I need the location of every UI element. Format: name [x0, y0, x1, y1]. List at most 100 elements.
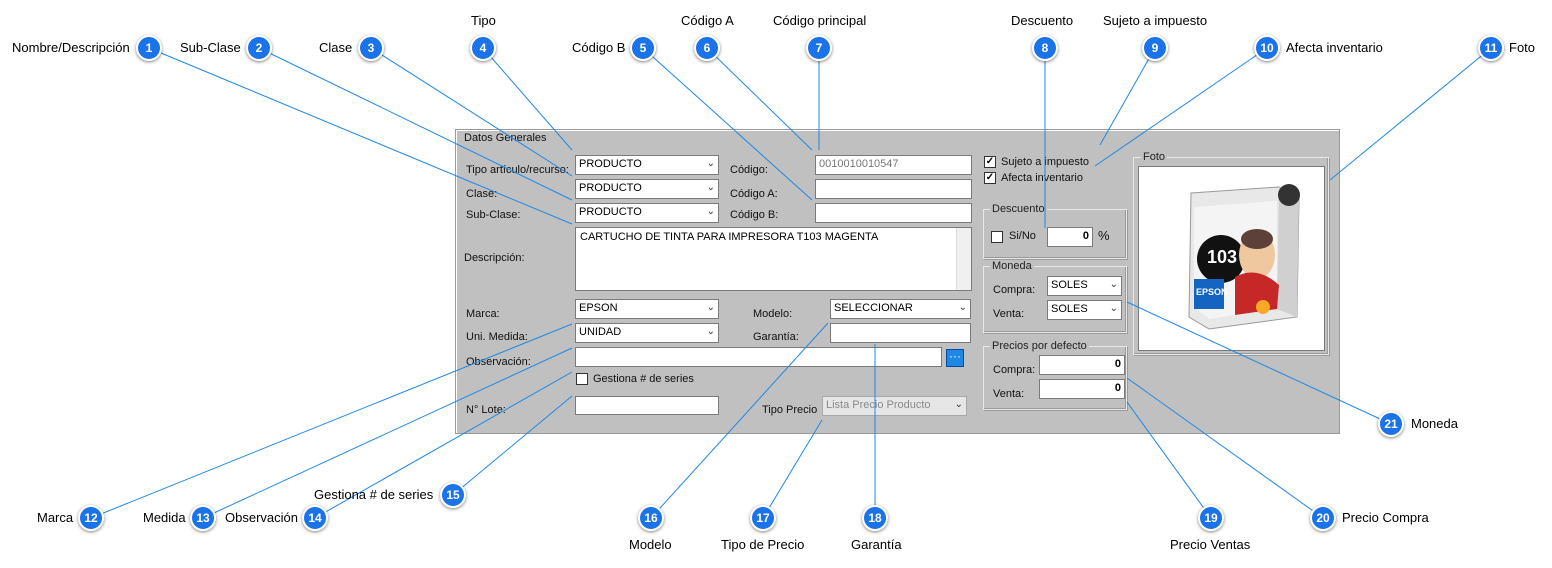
callout-15: 15 [440, 482, 466, 508]
callout-21: 21 [1378, 411, 1404, 437]
descripcion-label: Descripción: [464, 252, 525, 264]
callout-label-14: Observación [225, 510, 298, 525]
callout-label-17: Tipo de Precio [721, 537, 805, 552]
callout-label-12: Marca [37, 510, 74, 525]
descuento-group [983, 209, 1127, 259]
callout-1: 1 [136, 35, 162, 61]
product-number: 103 [1207, 247, 1238, 267]
callout-17: 17 [750, 505, 776, 531]
chevron-down-icon: ⌄ [958, 302, 967, 313]
callout-4: 4 [470, 35, 496, 61]
sujeto-impuesto-checkbox[interactable]: ✓ [984, 156, 996, 168]
callout-label-5: Código B [572, 40, 626, 55]
precio-compra-label: Compra: [993, 364, 1036, 376]
modelo-select[interactable]: SELECCIONAR ⌄ [830, 299, 971, 319]
callout-label-10: Afecta inventario [1286, 40, 1383, 55]
foto-title: Foto [1141, 151, 1168, 163]
observacion-input[interactable] [575, 347, 942, 367]
callout-label-15: Gestiona # de series [314, 487, 434, 502]
callout-11: 11 [1478, 35, 1504, 61]
tipoprecio-select[interactable]: Lista Precio Producto⌄ [822, 396, 967, 416]
chevron-down-icon: ⌄ [706, 302, 715, 313]
descuento-input[interactable]: 0 [1047, 227, 1093, 247]
unimed-value: UNIDAD [579, 326, 622, 338]
garantia-label: Garantía: [753, 331, 799, 343]
precio-compra-input[interactable]: 0 [1039, 355, 1125, 375]
codigoa-label: Código A: [730, 188, 778, 200]
marca-label: Marca: [466, 308, 500, 320]
lote-input[interactable] [575, 396, 719, 415]
moneda-title: Moneda [990, 260, 1034, 272]
unimed-select[interactable]: UNIDAD⌄ [575, 323, 719, 343]
callout-9: 9 [1142, 35, 1168, 61]
callout-18: 18 [862, 505, 888, 531]
moneda-compra-label: Compra: [993, 284, 1036, 296]
codigob-input[interactable] [815, 203, 972, 223]
callout-19: 19 [1198, 505, 1224, 531]
callout-16: 16 [638, 505, 664, 531]
callout-10: 10 [1254, 35, 1280, 61]
moneda-venta-select[interactable]: SOLES⌄ [1047, 300, 1122, 320]
afecta-inventario-label: Afecta inventario [1001, 172, 1083, 184]
callout-label-1: Nombre/Descripción [12, 40, 130, 55]
callout-3: 3 [358, 35, 384, 61]
callout-label-18: Garantía [851, 537, 902, 552]
callout-20: 20 [1310, 505, 1336, 531]
precio-venta-label: Venta: [993, 388, 1025, 400]
datos-generales-title: Datos Generales [464, 132, 547, 144]
subclase-select[interactable]: PRODUCTO⌄ [575, 203, 719, 223]
modelo-label: Modelo: [753, 308, 793, 320]
descuento-title: Descuento [990, 203, 1047, 215]
moneda-venta-label: Venta: [993, 308, 1025, 320]
callout-label-9: Sujeto a impuesto [1103, 13, 1208, 28]
callout-13: 13 [190, 505, 216, 531]
chevron-down-icon: ⌄ [706, 158, 715, 169]
callout-label-13: Medida [143, 510, 186, 525]
chevron-down-icon: ⌄ [1109, 279, 1118, 290]
callout-label-19: Precio Ventas [1170, 537, 1251, 552]
observacion-more-button[interactable]: ··· [946, 349, 964, 367]
codigoa-input[interactable] [815, 179, 972, 199]
precios-title: Precios por defecto [990, 340, 1089, 352]
marca-value: EPSON [579, 302, 618, 314]
product-brand: EPSON [1196, 287, 1228, 297]
clase-value: PRODUCTO [579, 182, 642, 194]
codigo-label: Código: [730, 164, 768, 176]
clase-label: Clase: [466, 188, 498, 200]
callout-label-8: Descuento [1011, 13, 1074, 28]
precio-venta-input[interactable]: 0 [1039, 379, 1125, 399]
subclase-label: Sub-Clase: [466, 209, 521, 221]
marca-select[interactable]: EPSON ⌄ [575, 299, 719, 319]
callout-2: 2 [246, 35, 272, 61]
subclase-value: PRODUCTO [579, 206, 642, 218]
codigo-input[interactable]: 0010010010547 [815, 155, 972, 175]
descripcion-textarea[interactable]: CARTUCHO DE TINTA PARA IMPRESORA T103 MA… [575, 227, 972, 291]
moneda-venta-value: SOLES [1051, 303, 1088, 315]
callout-label-2: Sub-Clase [180, 40, 241, 55]
moneda-compra-select[interactable]: SOLES ⌄ [1047, 276, 1122, 296]
callout-label-21: Moneda [1411, 416, 1458, 431]
descuento-checkbox[interactable] [991, 231, 1003, 243]
descripcion-scrollbar[interactable] [956, 228, 971, 290]
garantia-input[interactable] [830, 323, 971, 343]
percent-sign: % [1098, 228, 1110, 243]
callout-label-4: Tipo [471, 13, 496, 28]
codigob-label: Código B: [730, 209, 779, 221]
tipoprecio-value: Lista Precio Producto [826, 399, 931, 411]
modelo-value: SELECCIONAR [834, 302, 913, 314]
callout-label-7: Código principal [773, 13, 867, 28]
leader-17 [762, 419, 823, 519]
afecta-inventario-checkbox[interactable]: ✓ [984, 172, 996, 184]
tipo-select[interactable]: PRODUCTO ⌄ [575, 155, 719, 175]
callout-6: 6 [694, 35, 720, 61]
tipo-value: PRODUCTO [579, 158, 642, 170]
callout-8: 8 [1032, 35, 1058, 61]
product-photo[interactable]: 103 EPSON [1138, 166, 1325, 351]
tipoprecio-label: Tipo Precio [762, 404, 818, 416]
callout-label-6: Código A [681, 13, 734, 28]
tipo-label: Tipo artículo/recurso: [466, 164, 569, 176]
callout-label-11: Foto [1509, 40, 1536, 55]
series-checkbox[interactable] [576, 373, 588, 385]
clase-select[interactable]: PRODUCTO⌄ [575, 179, 719, 199]
moneda-compra-value: SOLES [1051, 279, 1088, 291]
